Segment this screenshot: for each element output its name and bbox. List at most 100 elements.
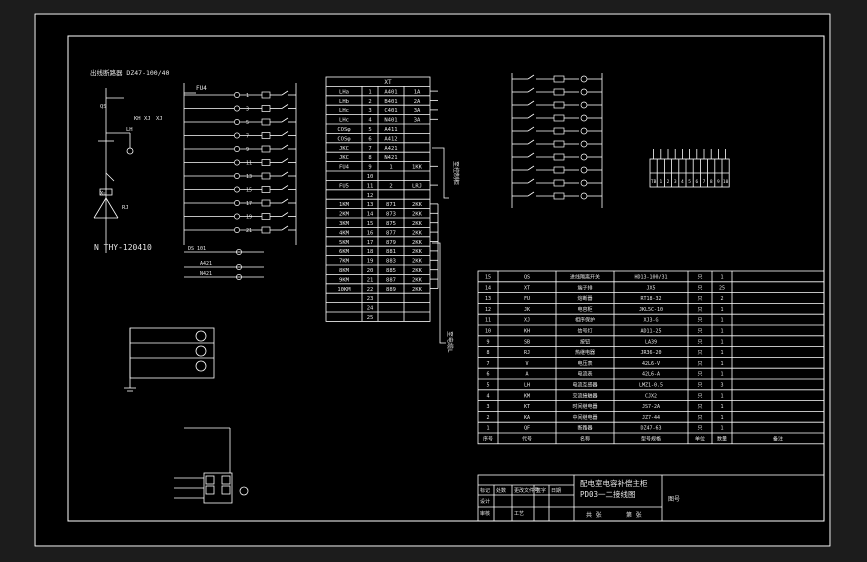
xt-cell: 10 xyxy=(367,174,374,180)
contact xyxy=(281,104,289,109)
title-block-role: 审核 xyxy=(480,510,490,517)
terminal-circle xyxy=(234,105,240,112)
bom-cell: RJ xyxy=(524,350,530,356)
xt-cell: JKC xyxy=(339,155,349,161)
outer-frame xyxy=(34,13,831,547)
xt-cell: 6 xyxy=(368,136,371,142)
xt-cell: 889 xyxy=(386,287,396,293)
xt-cell: 2KK xyxy=(412,240,423,246)
xt-side-label-bottom: 至电缆L xyxy=(446,331,454,353)
motor-coil xyxy=(553,75,565,83)
bom-cell: 1 xyxy=(720,372,723,378)
terminal-number: 15 xyxy=(246,188,252,194)
bom-cell: JX5 xyxy=(646,285,655,291)
bom-cell: 只 xyxy=(697,415,702,421)
bom-cell: 42L6-A xyxy=(642,372,660,378)
bom-cell: 1 xyxy=(720,329,723,335)
bom-cell: 相序保护 xyxy=(575,317,595,324)
bom-cell: XT xyxy=(524,285,530,291)
xt-cell: 871 xyxy=(386,202,396,208)
bom-cell: 3 xyxy=(720,383,723,389)
terminal-number: 7 xyxy=(246,134,249,140)
bom-header-cell: 代号 xyxy=(522,436,532,443)
bom-cell: DZ47-63 xyxy=(640,426,661,432)
type-caption: N THY-120410 xyxy=(94,243,152,252)
bom-cell: JS7-2A xyxy=(642,404,660,410)
bom-cell: 电压表 xyxy=(577,360,592,367)
bom-header-cell: 单位 xyxy=(695,436,705,443)
bom-cell: QF xyxy=(524,426,530,432)
bom-cell: 1 xyxy=(720,361,723,367)
xt-cell: 4KM xyxy=(339,230,350,236)
meter-group xyxy=(124,327,215,392)
bom-cell: 1 xyxy=(720,404,723,410)
bom-cell: 1 xyxy=(720,339,723,345)
bom-cell: 电流互感器 xyxy=(572,382,597,389)
xt-cell: 5KM xyxy=(339,240,350,246)
bom-cell: 电流表 xyxy=(577,371,592,378)
xt-cell: 1KM xyxy=(339,202,350,208)
xt-cell: 1A xyxy=(414,89,421,95)
xt-cell: 5 xyxy=(368,127,371,133)
bom-cell: 1 xyxy=(720,426,723,432)
title-block-role: 设计 xyxy=(480,498,490,505)
bom-cell: 15 xyxy=(485,275,491,281)
bom-cell: HD13-100/31 xyxy=(634,275,667,281)
left-panel-label: XJ xyxy=(156,116,163,122)
left-panel xyxy=(93,88,134,253)
terminal-number: 17 xyxy=(246,201,252,207)
xt-cell: FU4 xyxy=(339,165,350,171)
bom-cell: 断路器 xyxy=(577,425,592,432)
bom-cell: 2 xyxy=(486,415,489,421)
xt-cell: 2KK xyxy=(412,202,423,208)
bom-cell: 3 xyxy=(486,404,489,410)
terminal-number: 13 xyxy=(246,174,252,180)
terminal-circle xyxy=(234,173,240,179)
bom-cell: JZ7-44 xyxy=(642,415,660,421)
xt-cell: 1 xyxy=(389,165,392,171)
xt-cell: 3A xyxy=(414,108,421,114)
bom-cell: 42L6-V xyxy=(642,361,660,367)
motor-contact xyxy=(527,165,535,171)
bom-cell: 9 xyxy=(486,339,489,345)
xt-cell: 887 xyxy=(386,277,396,283)
xt-cell: 3KM xyxy=(339,221,350,227)
xt-cell: 8 xyxy=(368,155,371,161)
left-panel-label: Xu xyxy=(100,191,107,197)
bom-cell: 14 xyxy=(485,285,491,291)
relay-coil xyxy=(261,118,271,126)
xt-cell: LHb xyxy=(339,99,349,105)
small-panel-label: 9 xyxy=(717,179,720,185)
small-panel-label: 7 xyxy=(703,179,706,185)
xt-cell: B401 xyxy=(384,99,397,105)
motor-coil xyxy=(553,101,565,109)
terminal-number: 9 xyxy=(246,147,249,153)
small-panel-label: TB xyxy=(651,179,657,185)
xt-cell: COSφ xyxy=(337,127,351,133)
indicator-lamp xyxy=(580,101,588,109)
terminal-circle xyxy=(234,213,240,220)
relay-coil xyxy=(261,105,271,112)
xt-cell: LHa xyxy=(339,89,349,95)
bom-cell: XJ3-G xyxy=(643,318,658,324)
xt-cell: 873 xyxy=(386,212,396,218)
bom-cell: 进线隔离开关 xyxy=(570,274,600,281)
bom-cell: JKL5C-10 xyxy=(639,307,663,313)
bom-cell: 1 xyxy=(720,350,723,356)
xt-cell: 8KM xyxy=(339,268,350,274)
contact xyxy=(281,131,289,136)
title-block-role: 日期 xyxy=(551,488,561,494)
motor-contact xyxy=(527,126,535,132)
xt-cell: 4 xyxy=(368,118,372,124)
title-block-role: 工艺 xyxy=(514,511,524,517)
terminal-circle xyxy=(236,274,242,280)
bom-cell: FU xyxy=(524,296,530,302)
motor-contact xyxy=(527,113,535,119)
relay-module xyxy=(174,427,249,504)
xt-cell: 11 xyxy=(367,183,374,189)
xt-cell: 881 xyxy=(386,249,396,255)
bom-cell: KA xyxy=(524,415,530,421)
bom-cell: 12 xyxy=(485,307,491,313)
